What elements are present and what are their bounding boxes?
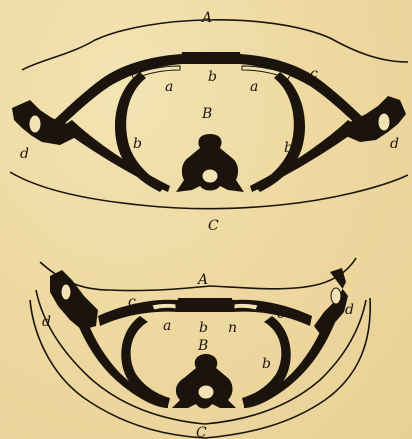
bottom-spinal-canal <box>198 385 214 399</box>
top-label-b-right: b <box>284 140 293 156</box>
bottom-cross-section: A B C a b n c c d d t b <box>30 258 370 439</box>
top-left-outer-rib <box>60 120 170 192</box>
top-label-c-left: c <box>115 65 123 81</box>
bottom-label-C: C <box>196 425 207 439</box>
top-right-outer-rib <box>250 120 360 192</box>
top-label-A: A <box>200 10 212 26</box>
bottom-right-scapula <box>314 268 348 334</box>
top-label-d-right: d <box>390 136 399 152</box>
top-label-c-right: c <box>310 66 318 82</box>
top-cross-section: A B C a a b b b c c d d <box>10 10 408 234</box>
top-label-b-top: b <box>208 69 217 85</box>
bottom-label-b-right: b <box>262 356 271 372</box>
bottom-label-c-left: c <box>128 294 136 310</box>
top-label-B: B <box>201 106 212 122</box>
bottom-label-c-right: c <box>277 306 285 322</box>
bottom-left-scapula <box>50 270 98 330</box>
bottom-left-joint <box>61 284 71 300</box>
top-left-joint <box>29 115 41 133</box>
top-label-a-right: a <box>250 79 258 95</box>
top-sternum <box>180 52 242 64</box>
bottom-label-B: B <box>197 338 208 354</box>
top-label-d-left: d <box>20 146 29 162</box>
top-label-C: C <box>208 218 219 234</box>
bottom-vertebra <box>172 354 236 409</box>
top-spinal-canal <box>202 169 218 183</box>
bottom-sternum <box>176 298 234 312</box>
top-label-a-left: a <box>165 79 173 95</box>
bottom-label-d-left: d <box>42 314 51 330</box>
bottom-label-n-right: n <box>228 320 237 336</box>
bottom-label-d-right: d <box>345 302 354 318</box>
bottom-label-t-left: t <box>125 346 131 362</box>
top-right-joint <box>378 113 390 131</box>
top-label-b-left: b <box>133 136 142 152</box>
bottom-label-b-center: b <box>199 320 208 336</box>
bottom-label-a-left: a <box>163 318 171 334</box>
bottom-right-joint <box>331 288 341 304</box>
bottom-label-A: A <box>196 272 208 288</box>
